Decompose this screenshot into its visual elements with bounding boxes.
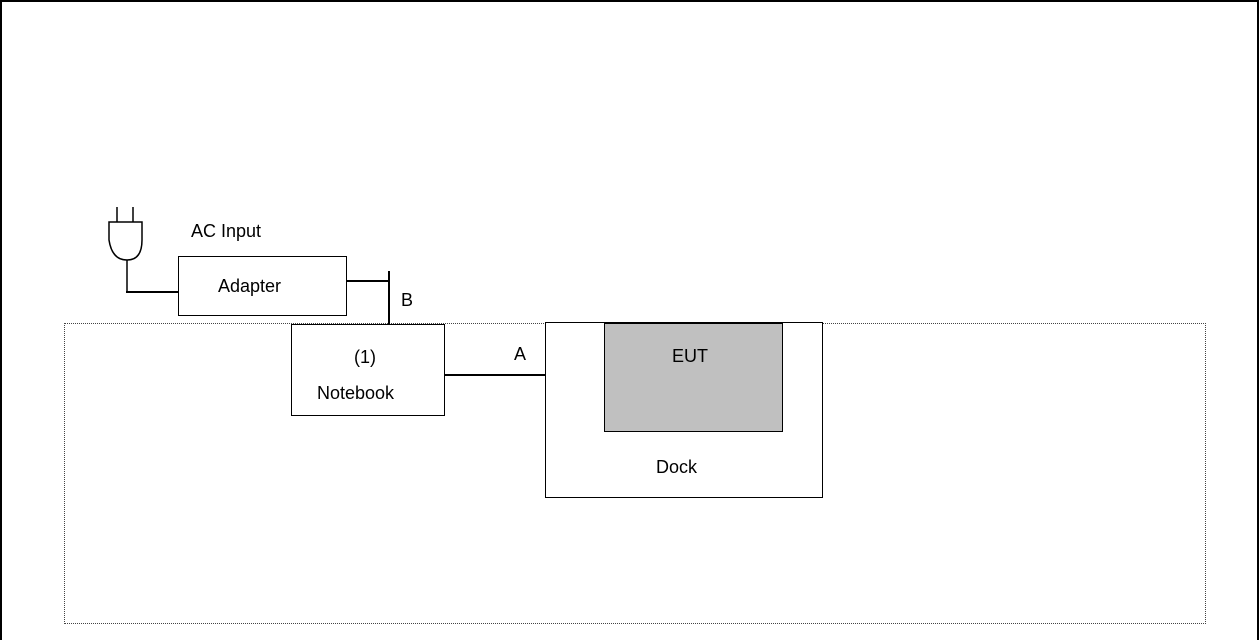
power-plug-icon [108, 207, 143, 292]
eut-box [604, 323, 783, 432]
cable-b-vertical [388, 271, 390, 325]
ac-cord [126, 291, 179, 293]
notebook-number: (1) [354, 347, 376, 367]
cable-b-horizontal [347, 280, 389, 282]
cable-a-label: A [514, 344, 527, 364]
ac-input-label: AC Input [191, 221, 262, 241]
dock-label: Dock [656, 457, 698, 477]
eut-label: EUT [672, 346, 708, 366]
notebook-label: Notebook [317, 383, 395, 403]
adapter-label: Adapter [218, 276, 282, 296]
notebook-box [291, 324, 445, 416]
cable-b-label: B [401, 290, 414, 310]
adapter-box [178, 256, 347, 316]
cable-a [445, 374, 546, 376]
